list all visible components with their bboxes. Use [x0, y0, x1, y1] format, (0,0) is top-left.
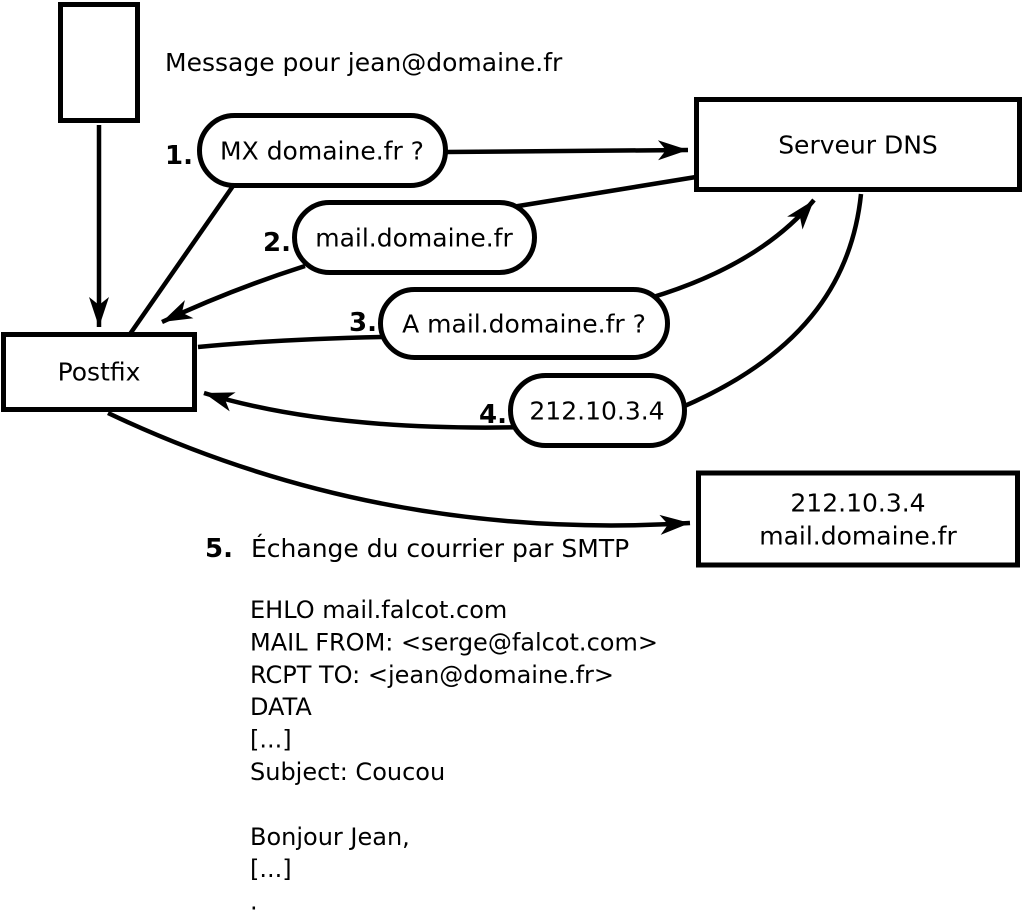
- line-a-response-from-dns: [679, 193, 864, 411]
- step5-label: Échange du courrier par SMTP: [251, 534, 629, 563]
- arrow-smtp-exchange: [107, 410, 691, 535]
- arrow-mx-query-to-dns: [445, 140, 689, 161]
- arrow-mx-response-to-postfix: [161, 263, 306, 325]
- step3-label: A mail.domaine.fr ?: [402, 310, 646, 339]
- smtp-line: Bonjour Jean,: [250, 823, 410, 851]
- smtp-line: EHLO mail.falcot.com: [250, 596, 507, 624]
- smtp-line: RCPT TO: <jean@domaine.fr>: [250, 661, 614, 689]
- step5-number: 5.: [205, 534, 233, 564]
- smtp-line: MAIL FROM: <serge@falcot.com>: [250, 628, 658, 656]
- postfix-label: Postfix: [58, 358, 141, 387]
- mail-server-node: [696, 470, 1020, 568]
- message-label: Message pour jean@domaine.fr: [165, 48, 563, 77]
- step4-bubble: [508, 373, 687, 448]
- mail-server-host-label: mail.domaine.fr: [759, 522, 957, 551]
- step3-bubble: [378, 287, 670, 360]
- smtp-line: .: [250, 888, 258, 916]
- step4-number: 4.: [479, 400, 507, 430]
- line-mx-response-from-dns: [499, 174, 697, 212]
- smtp-session-text: EHLO mail.falcot.com MAIL FROM: <serge@f…: [250, 596, 658, 916]
- line-mx-query-from-postfix: [128, 184, 235, 336]
- step2-label: mail.domaine.fr: [315, 224, 513, 253]
- mail-message-box: [58, 2, 140, 123]
- smtp-line: DATA: [250, 693, 312, 721]
- arrow-a-response-to-postfix: [203, 390, 531, 430]
- dns-server-label: Serveur DNS: [778, 131, 938, 160]
- dns-server-node: [694, 97, 1022, 192]
- step1-bubble: [197, 113, 448, 188]
- step3-number: 3.: [349, 308, 377, 338]
- step1-number: 1.: [165, 141, 193, 171]
- smtp-line: Subject: Coucou: [250, 758, 445, 786]
- arrow-a-query-to-dns: [649, 198, 816, 301]
- mail-server-ip-label: 212.10.3.4: [790, 489, 925, 518]
- step1-label: MX domaine.fr ?: [220, 137, 424, 166]
- smtp-line: [...]: [250, 726, 292, 754]
- step2-bubble: [292, 200, 537, 275]
- smtp-line: [...]: [250, 855, 292, 883]
- step4-label: 212.10.3.4: [529, 397, 664, 426]
- step2-number: 2.: [263, 228, 291, 258]
- postfix-node: [1, 332, 197, 412]
